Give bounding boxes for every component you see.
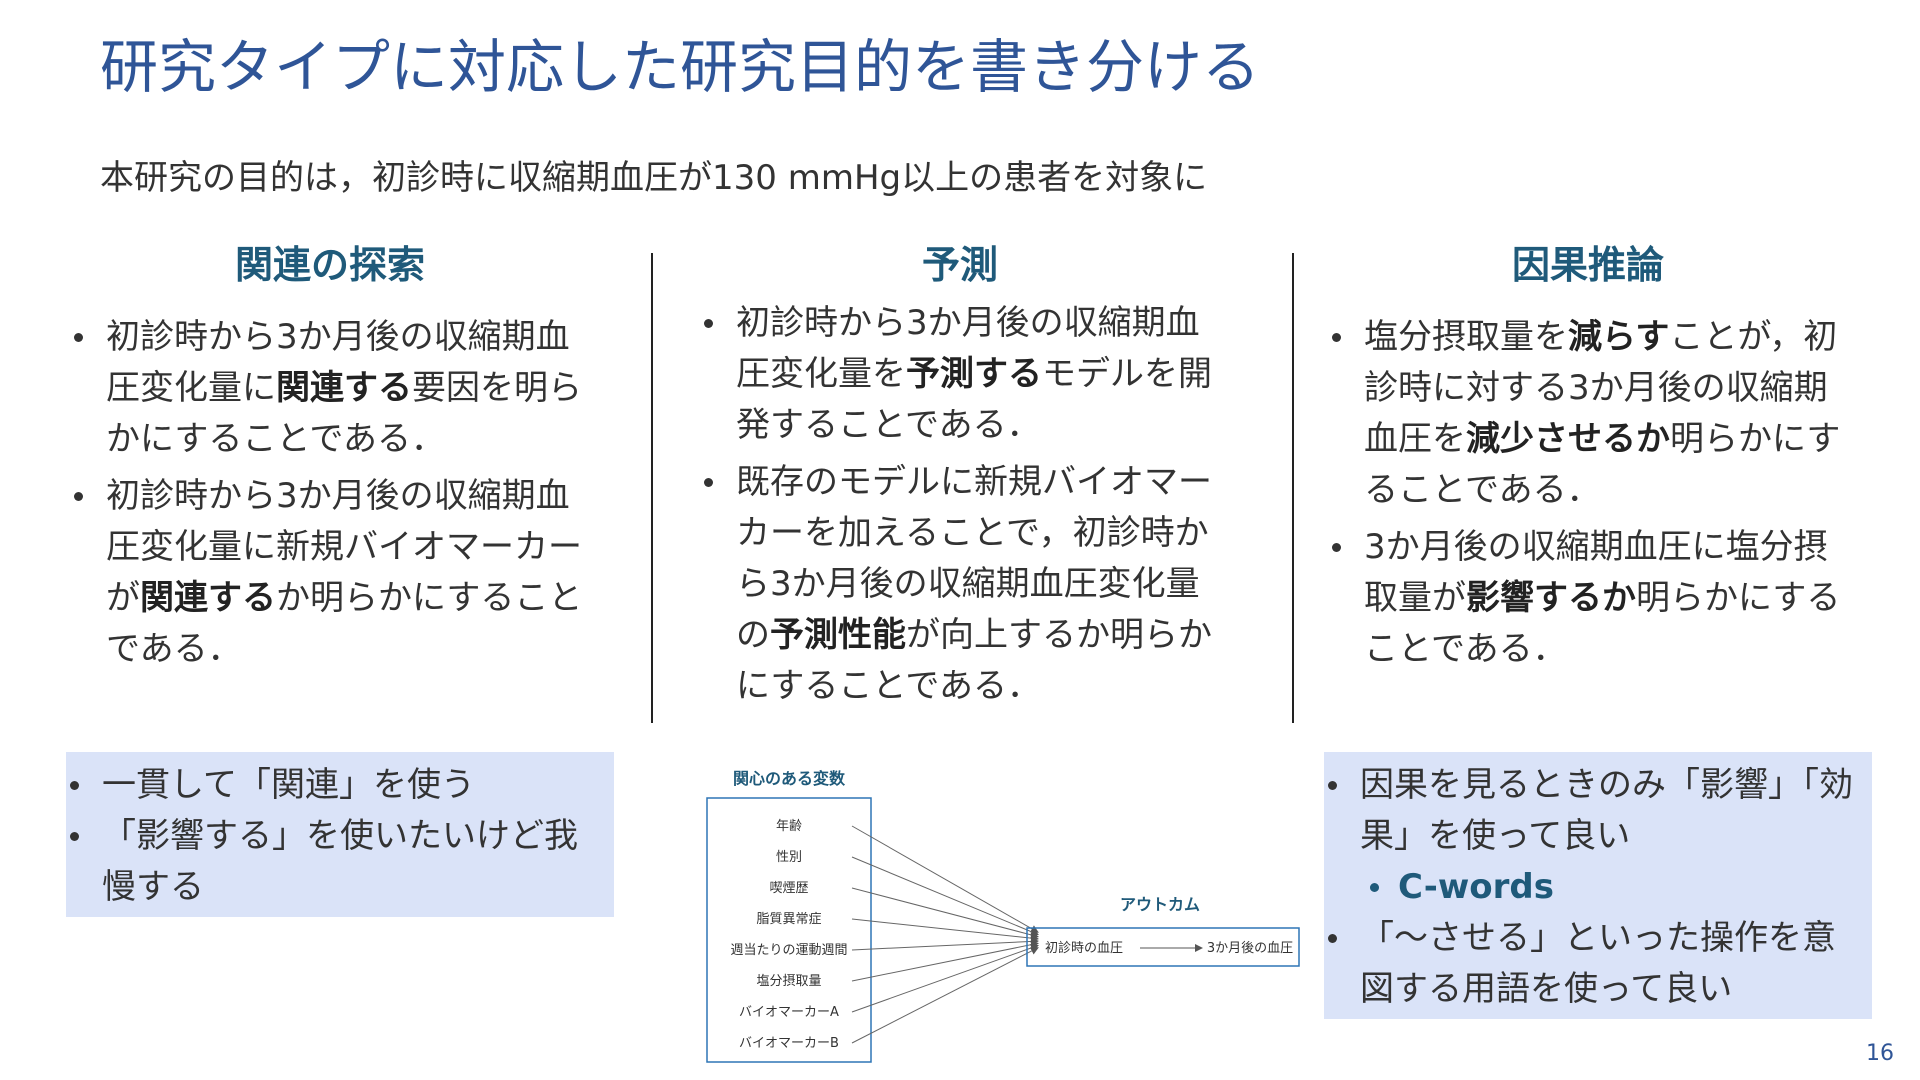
intro-sentence: 本研究の目的は，初診時に収縮期血圧が130 mmHg以上の患者を対象に <box>100 158 1208 198</box>
variable-edge <box>851 947 1039 1044</box>
note-item: 「～させる」といった操作を意図する用語を使って良い <box>1324 913 1864 1015</box>
outcome-box <box>1026 927 1300 967</box>
page-number: 16 <box>1866 1041 1894 1066</box>
bullet-item: 既存のモデルに新規バイオマーカーを加えることで，初診時から3か月後の収縮期血圧変… <box>700 457 1220 712</box>
variable-diagram: 関心のある変数 年齢性別喫煙歴脂質異常症週当たりの運動週間塩分摂取量バイオマーカ… <box>706 769 1300 1063</box>
note-item: 因果を見るときのみ「影響」「効果」を使って良い C-words <box>1324 760 1864 913</box>
variable-label: 塩分摂取量 <box>756 973 821 989</box>
bullet-item: 初診時から3か月後の収縮期血圧変化量を予測するモデルを開発することである． <box>700 298 1220 451</box>
note-box-left: 一貫して「関連」を使う 「影響する」を使いたいけど我慢する <box>66 752 614 917</box>
outcome-from-label: 初診時の血圧 <box>1045 940 1123 956</box>
outcome-title: アウトカム <box>1120 895 1200 914</box>
variable-edge <box>851 940 1039 982</box>
column-divider <box>651 253 653 723</box>
column-heading: 関連の探索 <box>234 243 425 287</box>
note-box-right: 因果を見るときのみ「影響」「効果」を使って良い C-words 「～させる」とい… <box>1324 752 1872 1019</box>
variable-edge <box>851 887 1039 939</box>
variable-label: バイオマーカーA <box>739 1005 839 1020</box>
slide-title: 研究タイプに対応した研究目的を書き分ける <box>100 33 1261 101</box>
bullet-item: 初診時から3か月後の収縮期血圧変化量に関連する要因を明らかにすることである． <box>70 312 590 465</box>
variables-box <box>706 797 872 1063</box>
bullet-list: 初診時から3か月後の収縮期血圧変化量に関連する要因を明らかにすることである． 初… <box>70 312 590 675</box>
bullet-item: 塩分摂取量を減らすことが，初診時に対する3か月後の収縮期血圧を減少させるか明らか… <box>1328 312 1848 516</box>
variable-edge <box>851 918 1039 943</box>
bullet-item: 初診時から3か月後の収縮期血圧変化量に新規バイオマーカーが関連するか明らかにする… <box>70 471 590 675</box>
outcome-to-label: 3か月後の血圧 <box>1207 941 1293 956</box>
variable-label: 週当たりの運動週間 <box>730 943 847 958</box>
note-text: 因果を見るときのみ「影響」「効果」を使って良い <box>1360 765 1853 856</box>
note-item: 一貫して「関連」を使う <box>66 760 606 811</box>
note-subitem: C-words <box>1360 862 1864 913</box>
column-causal-inference: 因果推論 塩分摂取量を減らすことが，初診時に対する3か月後の収縮期血圧を減少させ… <box>1328 240 1848 681</box>
variable-edge <box>851 937 1039 951</box>
edges-group <box>851 825 1039 1044</box>
variable-label: バイオマーカーB <box>739 1036 839 1051</box>
variable-label: 性別 <box>776 850 802 865</box>
variables-title: 関心のある変数 <box>733 769 846 788</box>
bullet-list: 初診時から3か月後の収縮期血圧変化量を予測するモデルを開発することである． 既存… <box>700 298 1220 712</box>
variable-edge <box>851 856 1039 936</box>
column-prediction: 予測 初診時から3か月後の収縮期血圧変化量を予測するモデルを開発することである．… <box>700 240 1220 718</box>
variable-label: 喫煙歴 <box>769 881 808 896</box>
variable-edge <box>851 944 1039 1013</box>
column-association: 関連の探索 初診時から3か月後の収縮期血圧変化量に関連する要因を明らかにすること… <box>70 240 590 681</box>
bullet-list: 塩分摂取量を減らすことが，初診時に対する3か月後の収縮期血圧を減少させるか明らか… <box>1328 312 1848 675</box>
column-heading: 因果推論 <box>1511 243 1664 287</box>
variable-edge <box>851 825 1039 933</box>
column-heading: 予測 <box>921 243 998 287</box>
variable-label: 脂質異常症 <box>756 912 821 927</box>
bullet-item: 3か月後の収縮期血圧に塩分摂取量が影響するか明らかにすることである． <box>1328 522 1848 675</box>
variable-label: 年齢 <box>776 819 802 834</box>
note-item: 「影響する」を使いたいけど我慢する <box>66 811 606 913</box>
column-divider <box>1292 253 1294 723</box>
